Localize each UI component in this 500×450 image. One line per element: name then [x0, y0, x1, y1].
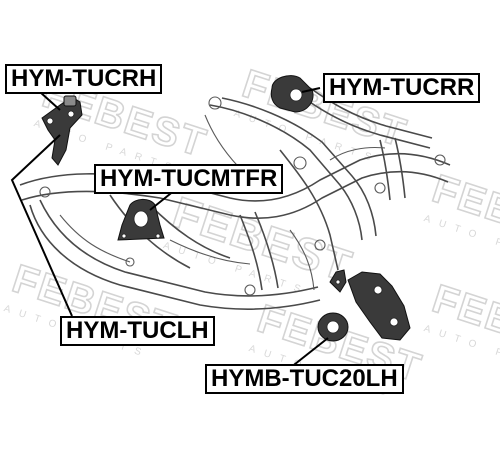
- label-hym-tucrh: HYM-TUCRH: [5, 64, 162, 94]
- label-hym-tucrr: HYM-TUCRR: [323, 73, 480, 103]
- watermark-brand-text: FEBEST: [427, 277, 500, 371]
- watermark-left-bottom: FEBEST AUTO PARTS: [2, 257, 182, 367]
- part-tuc20lh-bushing: [318, 313, 348, 341]
- label-hymb-tuc20lh: HYMB-TUC20LH: [205, 364, 404, 394]
- watermark-bottom-right: FEBEST AUTO PARTS: [422, 277, 500, 387]
- label-hym-tuclh: HYM-TUCLH: [60, 316, 215, 346]
- watermark-right: FEBEST AUTO PARTS: [422, 167, 500, 277]
- label-hym-tucmtfr: HYM-TUCMTFR: [94, 164, 283, 194]
- watermark-brand-text: FEBEST: [427, 167, 500, 261]
